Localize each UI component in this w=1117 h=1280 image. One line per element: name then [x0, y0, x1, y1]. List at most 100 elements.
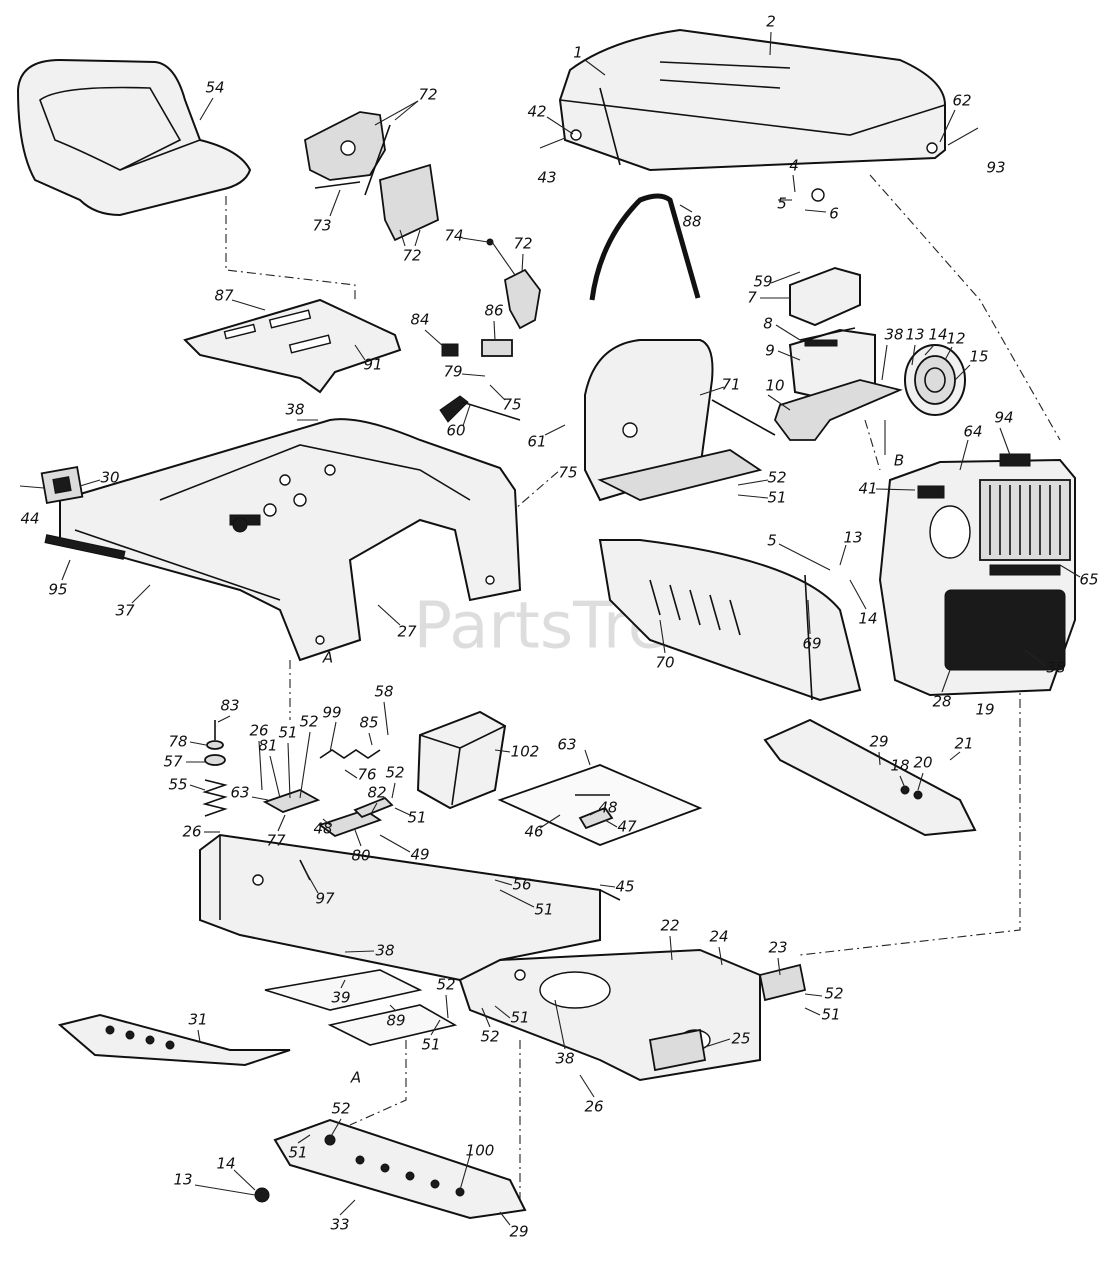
callout-c51h: 51 — [288, 1144, 307, 1162]
callout-c43: 43 — [537, 169, 556, 187]
callout-c93: 93 — [986, 159, 1005, 177]
callout-c52c: 52 — [385, 764, 404, 782]
footrest-lower — [273, 1118, 527, 1220]
throttle-control — [486, 238, 541, 330]
callout-c15: 15 — [969, 348, 988, 366]
callout-c38a: 38 — [884, 326, 903, 344]
callout-c39: 39 — [331, 989, 350, 1007]
callout-c48b: 48 — [313, 820, 332, 838]
callout-c63a: 63 — [557, 736, 576, 754]
nut-13-14 — [194, 1184, 270, 1203]
reflector — [19, 466, 84, 504]
callout-c52e: 52 — [824, 985, 843, 1003]
callout-c29b: 29 — [509, 1223, 528, 1241]
callout-c78: 78 — [168, 733, 187, 751]
callout-c94: 94 — [994, 409, 1013, 427]
callout-c18: 18 — [890, 757, 909, 775]
ignition-key — [439, 395, 521, 423]
callout-c19: 19 — [975, 701, 994, 719]
callout-c26c: 26 — [584, 1098, 603, 1116]
spring-99 — [319, 749, 381, 759]
callout-c38b: 38 — [285, 401, 304, 419]
callout-c31: 31 — [188, 1011, 207, 1029]
callout-c14a: 14 — [928, 326, 947, 344]
callout-c88: 88 — [682, 213, 701, 231]
callout-c45: 45 — [615, 878, 634, 896]
callout-c60: 60 — [446, 422, 465, 440]
callout-c80: 80 — [351, 847, 370, 865]
callout-c71: 71 — [721, 376, 740, 394]
callout-c20: 20 — [913, 754, 932, 772]
callout-c87: 87 — [214, 287, 234, 305]
callout-c65: 65 — [1079, 571, 1098, 589]
callout-c85: 85 — [359, 714, 378, 732]
callout-c6: 6 — [829, 205, 839, 223]
switches — [441, 339, 513, 357]
callout-c52b: 52 — [299, 713, 318, 731]
callout-c52a: 52 — [767, 469, 786, 487]
callout-c82: 82 — [367, 784, 386, 802]
callout-c21: 21 — [954, 735, 973, 753]
callout-c100: 100 — [466, 1142, 495, 1160]
callout-c99: 99 — [322, 704, 341, 722]
callout-c91: 91 — [363, 356, 382, 374]
callout-c77: 77 — [266, 832, 286, 850]
callout-c24: 24 — [709, 928, 728, 946]
callout-c5a: 5 — [777, 195, 787, 213]
callout-c59: 59 — [753, 273, 772, 291]
floor-plate — [497, 764, 703, 846]
callout-c25: 25 — [731, 1030, 750, 1048]
callout-c44: 44 — [20, 510, 39, 528]
callout-c62: 62 — [952, 92, 971, 110]
callout-c26a: 26 — [249, 722, 268, 740]
callout-c89: 89 — [386, 1012, 405, 1030]
callout-c38d: 38 — [375, 942, 394, 960]
callout-c48a: 48 — [598, 799, 617, 817]
callout-c51e: 51 — [821, 1006, 840, 1024]
callout-c28: 28 — [932, 693, 951, 711]
callout-c33: 33 — [330, 1216, 349, 1234]
callout-c23: 23 — [768, 939, 787, 957]
callout-c54: 54 — [205, 79, 224, 97]
callout-c13c: 13 — [173, 1171, 192, 1189]
callout-c79: 79 — [443, 363, 462, 381]
storage-box — [416, 710, 507, 810]
callout-c76: 76 — [357, 766, 376, 784]
hood — [558, 28, 946, 202]
callout-c49: 49 — [410, 846, 429, 864]
callout-c2: 2 — [766, 13, 776, 31]
callout-c52g: 52 — [331, 1100, 350, 1118]
seat — [16, 58, 252, 217]
spring-stack — [202, 720, 228, 817]
callout-c56: 56 — [512, 876, 531, 894]
callout-c102: 102 — [511, 743, 540, 761]
callout-c72b: 72 — [402, 247, 421, 265]
callout-cA1: A — [322, 649, 333, 667]
callout-c86: 86 — [484, 302, 503, 320]
callout-c14b: 14 — [858, 610, 877, 628]
callout-c13a: 13 — [905, 326, 924, 344]
callout-c14c: 14 — [216, 1155, 235, 1173]
callout-c72c: 72 — [513, 235, 532, 253]
underside-sheets — [264, 969, 458, 1046]
callout-c46: 46 — [524, 823, 543, 841]
callout-c51g: 51 — [421, 1036, 440, 1054]
callout-c27: 27 — [397, 623, 417, 641]
dash-console — [584, 339, 776, 502]
callout-c37: 37 — [115, 602, 135, 620]
callout-c51c: 51 — [407, 809, 426, 827]
footrest-right — [763, 718, 977, 837]
callout-c64: 64 — [963, 423, 982, 441]
callout-c95: 95 — [48, 581, 67, 599]
callout-c51a: 51 — [767, 489, 786, 507]
callout-cA2: A — [350, 1069, 361, 1087]
fender — [44, 418, 522, 662]
callout-c75a: 75 — [502, 396, 521, 414]
weatherstrip — [589, 193, 701, 301]
callout-c12: 12 — [946, 330, 965, 348]
callout-c51b: 51 — [278, 724, 297, 742]
callout-c57: 57 — [163, 753, 183, 771]
callout-c69: 69 — [802, 635, 821, 653]
